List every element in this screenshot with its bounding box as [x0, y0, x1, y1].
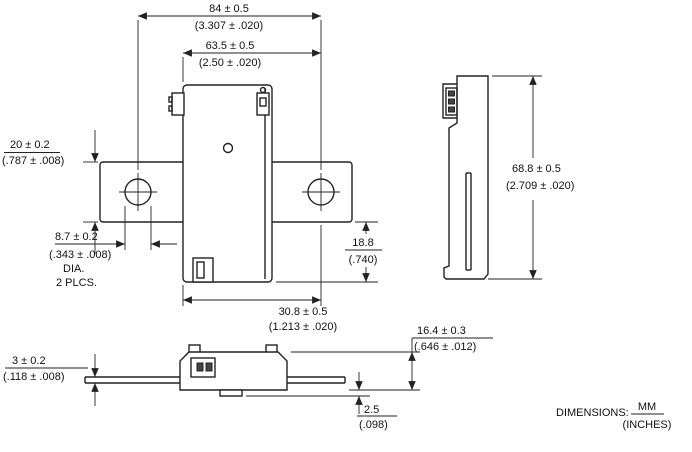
dim-plate-thickness-inch: (.118 ± .008) — [3, 371, 64, 383]
bottom-connector — [190, 357, 216, 378]
dimension-bottom-width: 30.8 ± 0.5 (1.213 ± .020) — [182, 225, 337, 333]
dim-flange-height-inch: (.787 ± .008) — [2, 155, 64, 167]
dim-bottom-width-inch: (1.213 ± .020) — [269, 321, 337, 333]
dim-tab-depth-mm: 2.5 — [364, 404, 379, 416]
dim-hole-dia-note1: DIA. — [63, 263, 84, 275]
dim-tab-depth-inch: (.098) — [359, 419, 388, 431]
dim-lower-height-mm: 18.8 — [352, 237, 373, 249]
bottom-view: 3 ± 0.2 (.118 ± .008) 16.4 ± 0.3 (.646 ±… — [3, 325, 493, 431]
dim-bottom-width-mm: 30.8 ± 0.5 — [279, 306, 328, 318]
dim-overall-width-inch: (3.307 ± .020) — [195, 20, 263, 32]
dimension-plate-thickness: 3 ± 0.2 (.118 ± .008) — [3, 354, 99, 406]
dim-hole-dia-inch: (.343 ± .008) — [49, 249, 111, 261]
bottom-body-outline — [179, 351, 288, 391]
dimension-lower-height: 18.8 (.740) — [276, 221, 382, 283]
dimension-total-height: 16.4 ± 0.3 (.646 ± .012) — [291, 325, 493, 391]
dim-hole-dia-mm: 8.7 ± 0.2 — [55, 231, 98, 243]
right-mounting-hole — [302, 173, 340, 211]
bottom-view-part — [84, 344, 346, 397]
dim-overall-width-mm: 84 ± 0.5 — [209, 3, 249, 15]
bottom-tab — [219, 389, 243, 397]
body-outline — [182, 84, 273, 283]
dim-flange-height-mm: 20 ± 0.2 — [10, 139, 50, 151]
top-left-clip — [168, 92, 185, 116]
dimensions-legend: DIMENSIONS: MM (INCHES) — [556, 401, 671, 431]
dimension-overall-width: 84 ± 0.5 (3.307 ± .020) — [137, 3, 322, 170]
dim-total-height-mm: 16.4 ± 0.3 — [417, 325, 466, 337]
front-view-part — [99, 84, 353, 283]
legend-label: DIMENSIONS: — [556, 407, 629, 419]
side-slot — [465, 172, 472, 271]
side-connector-pins — [445, 87, 458, 116]
side-view-part — [442, 75, 489, 280]
pilot-hole-small — [259, 86, 267, 94]
lead-plate — [84, 376, 346, 384]
top-right-clip — [256, 92, 270, 116]
dim-plate-thickness-mm: 3 ± 0.2 — [12, 355, 46, 367]
dim-hole-dia-note2: 2 PLCS. — [56, 277, 97, 289]
dimension-tab-depth: 2.5 (.098) — [246, 372, 397, 431]
dim-total-height-inch: (.646 ± .012) — [414, 341, 476, 353]
dim-side-height-inch: (2.709 ± .020) — [506, 180, 574, 192]
dim-side-height-mm: 68.8 ± 0.5 — [512, 163, 561, 175]
side-view: 68.8 ± 0.5 (2.709 ± .020) — [442, 75, 574, 280]
dim-lower-height-inch: (.740) — [349, 254, 378, 266]
front-view: 84 ± 0.5 (3.307 ± .020) 63.5 ± 0.5 (2.50… — [2, 3, 382, 333]
dim-inner-width-mm: 63.5 ± 0.5 — [206, 40, 255, 52]
dimension-side-height: 68.8 ± 0.5 (2.709 ± .020) — [488, 75, 574, 280]
left-mounting-hole — [119, 173, 157, 211]
center-hole — [222, 142, 234, 154]
bottom-connector-tab — [192, 257, 214, 283]
dimension-flange-height: 20 ± 0.2 (.787 ± .008) — [2, 130, 99, 254]
legend-inches: (INCHES) — [623, 419, 672, 431]
legend-mm: MM — [638, 401, 656, 413]
dimension-inner-width: 63.5 ± 0.5 (2.50 ± .020) — [182, 40, 321, 82]
dim-inner-width-inch: (2.50 ± .020) — [199, 57, 261, 69]
dimension-hole-diameter: 8.7 ± 0.2 (.343 ± .008) DIA. 2 PLCS. — [49, 206, 177, 289]
